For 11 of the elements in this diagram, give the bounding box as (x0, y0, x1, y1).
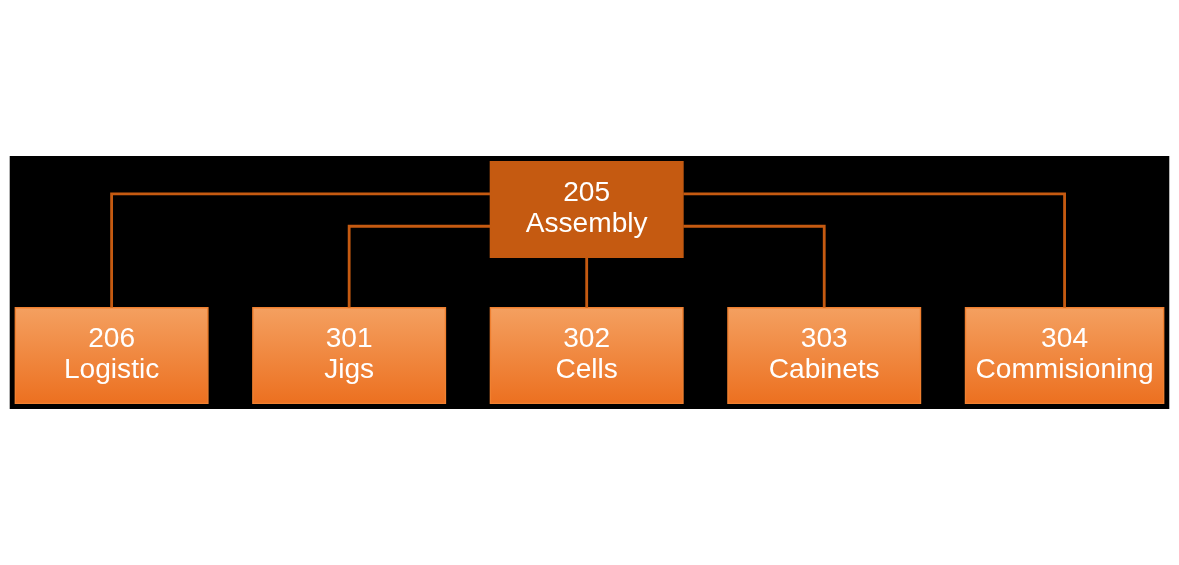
connector (585, 257, 589, 308)
node-box: 302 Cells (489, 307, 684, 405)
node-box: 304 Commisioning (964, 307, 1165, 405)
connector (683, 192, 1066, 308)
node-box: 206 Logistic (14, 307, 209, 405)
node-box: 301 Jigs (252, 307, 447, 405)
node-box: 205 Assembly (489, 160, 684, 258)
connector (683, 224, 826, 308)
node-box: 303 Cabinets (727, 307, 922, 405)
connector (110, 192, 490, 308)
connector (347, 224, 491, 308)
